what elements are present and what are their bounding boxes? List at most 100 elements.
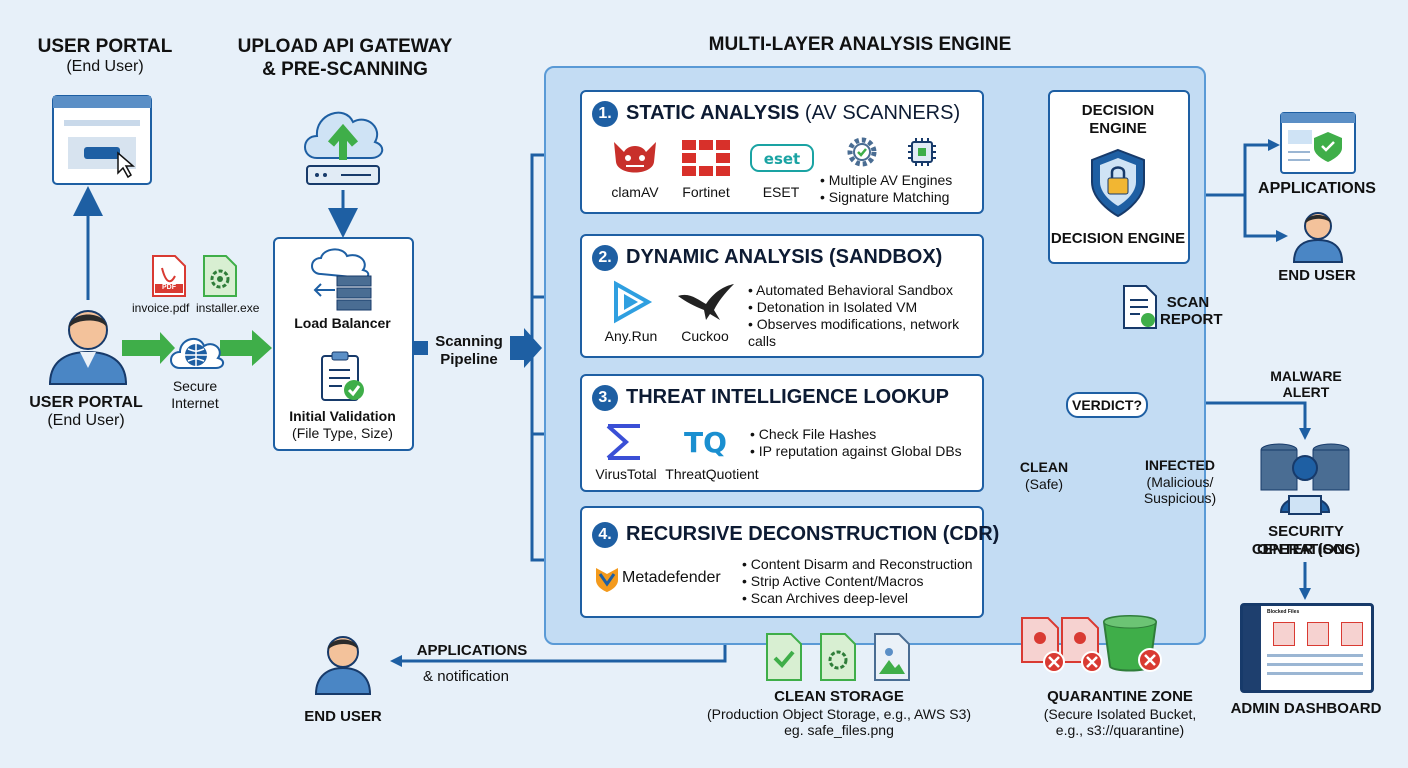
user-portal-label: USER PORTAL — [29, 394, 143, 411]
admin-dashboard-screen: Blocked Files — [1240, 603, 1374, 693]
browser-window-icon — [52, 95, 152, 185]
verdict-box — [1066, 392, 1148, 418]
quarantine-zone-label: QUARANTINE ZONE — [1047, 688, 1193, 705]
fortinet-logo-icon — [682, 140, 730, 176]
card-bullets: Multiple AV EnginesSignature Matching — [820, 172, 952, 206]
upload-arrow — [122, 332, 175, 364]
exe-file-icon — [203, 255, 237, 297]
card-title: DYNAMIC ANALYSIS (SANDBOX) — [626, 246, 943, 268]
card-number: 3. — [592, 385, 618, 411]
applications-label: APPLICATIONS — [1258, 180, 1376, 197]
soc-operator-icon — [1260, 443, 1350, 515]
tool-label: clamAV — [611, 184, 659, 200]
pdf-file-icon — [152, 255, 186, 297]
end-user-avatar-icon — [1292, 212, 1344, 263]
user-avatar-icon — [48, 310, 128, 385]
upload-arrow-2 — [220, 330, 272, 366]
clean-storage-sub-2: eg. safe_files.png — [784, 722, 894, 738]
infected-label: INFECTED — [1145, 457, 1215, 473]
virustotal-logo-icon — [606, 424, 640, 460]
scan-report-label-2: REPORT — [1160, 311, 1223, 328]
clipboard-check-icon — [321, 351, 364, 401]
bottom-end-user-avatar-icon — [314, 636, 372, 695]
metadefender-logo-icon — [596, 568, 618, 592]
anyrun-logo-icon — [614, 280, 653, 324]
card-title: STATIC ANALYSIS (AV SCANNERS) — [626, 102, 961, 124]
bottom-end-user-label: END USER — [304, 708, 382, 725]
card-title: THREAT INTELLIGENCE LOOKUP — [626, 386, 949, 408]
scan-report-label-1: SCAN — [1166, 294, 1210, 311]
applications-window-icon — [1280, 112, 1356, 174]
bottom-applications-label: APPLICATIONS — [416, 642, 528, 659]
card-bullets: Check File HashesIP reputation against G… — [750, 426, 980, 460]
malware-alert-label-2: ALERT — [1282, 384, 1330, 400]
scanning-pipeline-label-1: Scanning — [435, 333, 503, 350]
bottom-notification-label: & notification — [423, 668, 509, 685]
cdr-card: 4. RECURSIVE DECONSTRUCTION (CDR) Metade… — [580, 506, 999, 618]
secure-internet-cloud-icon — [170, 337, 224, 369]
scanning-pipeline-label-2: Pipeline — [440, 351, 498, 368]
tool-label: Fortinet — [682, 184, 730, 200]
soc-label-1: SECURITY OPERATIONS — [1256, 523, 1356, 558]
cuckoo-logo-icon — [678, 284, 734, 320]
chip-icon — [908, 138, 936, 166]
load-balancer-label: Load Balancer — [294, 315, 391, 331]
card-bullets: Content Disarm and ReconstructionStrip A… — [742, 556, 980, 607]
end-user-label-right: END USER — [1278, 267, 1356, 284]
tool-label: Metadefender — [622, 569, 721, 586]
admin-dashboard-label: ADMIN DASHBOARD — [1230, 700, 1382, 717]
gateway-title-line2: & PRE-SCANNING — [262, 59, 428, 80]
threat-intelligence-card: 3. THREAT INTELLIGENCE LOOKUP VirusTotal… — [580, 374, 984, 492]
tool-label: Cuckoo — [681, 328, 729, 344]
scan-report-icon — [1123, 285, 1157, 329]
initial-validation-label: Initial Validation — [289, 408, 396, 424]
gear-shield-icon — [847, 137, 877, 167]
secure-internet-label-2: Internet — [171, 395, 219, 411]
clean-storage-sub-1: (Production Object Storage, e.g., AWS S3… — [706, 706, 972, 722]
tool-label: ThreatQuotient — [665, 466, 759, 482]
user-portal-title: USER PORTAL — [37, 36, 173, 57]
initial-validation-sub: (File Type, Size) — [292, 425, 393, 441]
user-portal-label-sub: (End User) — [47, 412, 125, 429]
engine-title: MULTI-LAYER ANALYSIS ENGINE — [708, 34, 1012, 55]
soc-label-2: CENTER (SOC) — [1251, 541, 1361, 558]
infected-sub-2: Suspicious) — [1143, 490, 1217, 506]
card-number: 2. — [592, 245, 618, 271]
tool-label: Any.Run — [604, 328, 658, 344]
card-bullets: Automated Behavioral SandboxDetonation i… — [748, 282, 978, 350]
tool-label: ESET — [762, 184, 800, 200]
card-title: RECURSIVE DECONSTRUCTION (CDR) — [626, 523, 1000, 545]
svg-text:eset: eset — [764, 150, 800, 168]
pipeline-stub — [412, 341, 428, 355]
pdf-badge-text: PDF — [162, 284, 176, 291]
user-portal-subtitle: (End User) — [66, 58, 144, 75]
clean-storage-label: CLEAN STORAGE — [774, 688, 904, 705]
quarantine-zone-sub-1: (Secure Isolated Bucket, — [1043, 706, 1197, 722]
infected-sub-1: (Malicious/ — [1146, 474, 1214, 490]
decision-to-outputs — [1188, 143, 1280, 238]
quarantine-zone-sub-2: e.g., s3://quarantine) — [1055, 722, 1185, 738]
verdict-label: VERDICT? — [1072, 397, 1142, 413]
load-balancer-icon — [311, 248, 372, 311]
decision-engine-title-2: ENGINE — [1089, 120, 1147, 137]
clean-label: CLEAN — [1019, 459, 1069, 475]
gateway-title-line1: UPLOAD API GATEWAY — [237, 36, 453, 57]
invoice-file-name: invoice.pdf — [132, 301, 190, 315]
upload-cloud-server-icon — [304, 111, 384, 185]
clamav-logo-icon — [614, 142, 656, 173]
pipeline-arrow — [510, 328, 542, 368]
dynamic-analysis-card: 2. DYNAMIC ANALYSIS (SANDBOX) Any.Run Cu… — [580, 234, 984, 358]
decision-engine-title-1: DECISION — [1081, 102, 1155, 119]
malware-alert-label-1: MALWARE — [1270, 368, 1342, 384]
tool-label: VirusTotal — [595, 466, 657, 482]
card-number: 1. — [592, 101, 618, 127]
installer-file-name: installer.exe — [196, 301, 260, 315]
decision-engine-label: DECISION ENGINE — [1050, 230, 1186, 247]
static-analysis-card: 1. STATIC ANALYSIS (AV SCANNERS) clamAV … — [580, 90, 984, 214]
clean-files-icon — [766, 633, 910, 681]
threatquotient-logo-icon: TQ — [684, 426, 727, 459]
eset-logo-icon: eset — [750, 144, 814, 172]
svg-text:TQ: TQ — [684, 426, 727, 459]
clean-sub: (Safe) — [1024, 476, 1064, 492]
quarantine-infected-files-icon — [1021, 615, 1162, 673]
